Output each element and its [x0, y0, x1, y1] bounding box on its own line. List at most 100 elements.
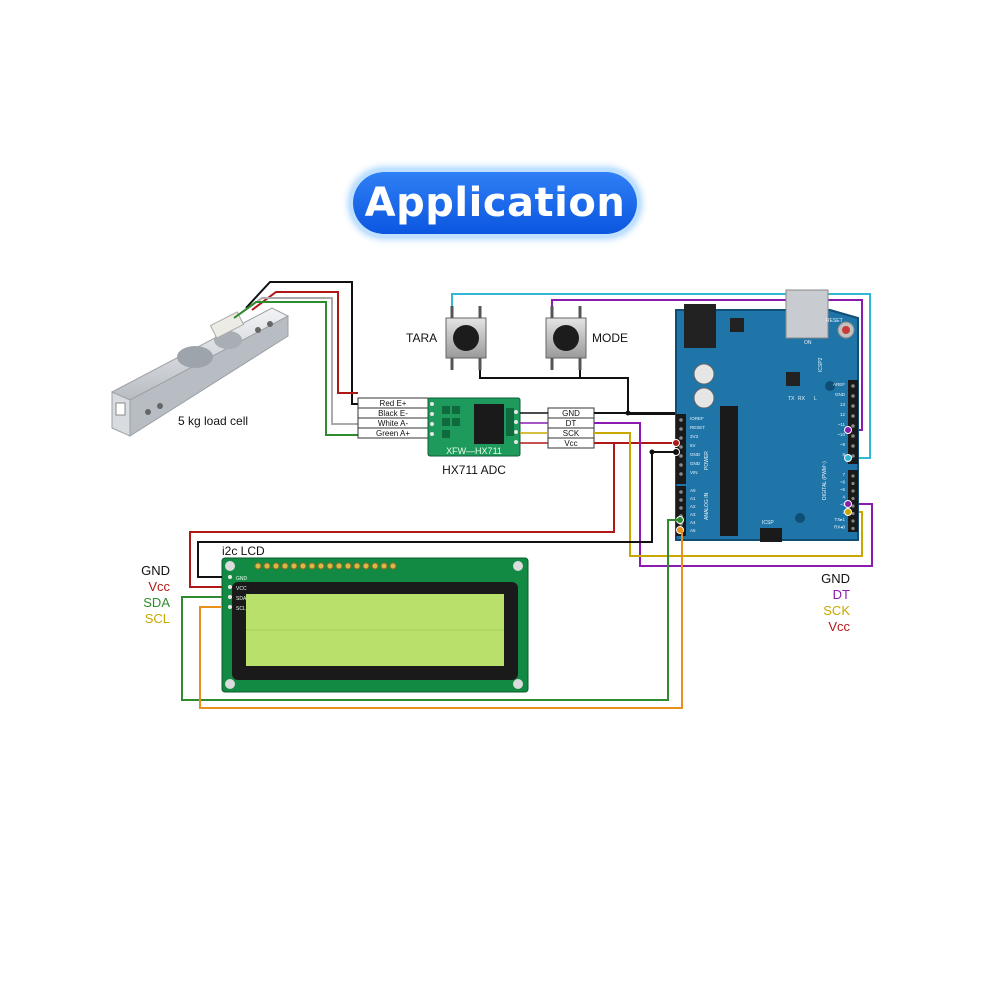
hx711-pin-vcc: Vcc [564, 439, 577, 448]
lcd-legend-item: SCL [145, 611, 170, 626]
header-pin [851, 504, 855, 508]
connection-dot [844, 426, 852, 434]
arduino-digital-pin: AREF [833, 382, 845, 387]
hx711-pin-dt: DT [566, 419, 577, 428]
arduino-icsp2-label: ICSP2 [818, 357, 824, 372]
hx711-pin-gnd: GND [562, 409, 580, 418]
arduino-power-pin: 5V [690, 443, 696, 448]
hx711-pin-black: Black E- [378, 409, 408, 418]
lcd-header-pin [281, 562, 289, 570]
tara-button: TARA [406, 306, 487, 370]
lcd-header-pin [389, 562, 397, 570]
lcd-header-pin [308, 562, 316, 570]
arduino-legend-item: SCK [823, 603, 850, 618]
header-pin [851, 489, 855, 493]
title-banner: Application [353, 172, 637, 234]
arduino-board: ICSP ICSP2 RESET POWER ANALOG IN DIGITAL… [675, 289, 859, 542]
arduino-analog-pin: A1 [690, 496, 696, 501]
arduino-digital-pin: RX◂0 [834, 525, 846, 530]
header-pin [851, 384, 855, 388]
lcd-pin-sda: SDA [236, 596, 247, 602]
hx711-pin-white: White A- [378, 419, 409, 428]
arduino-analog-pin: A0 [690, 488, 696, 493]
mode-button: MODE [545, 306, 628, 370]
header-pin [851, 511, 855, 516]
arduino-analog-pin: A2 [690, 504, 696, 509]
arduino-digital-pin: 13 [840, 402, 846, 407]
arduino-analog-pin: A3 [690, 512, 696, 517]
lcd-header-pin [326, 562, 334, 570]
header-pin [679, 463, 683, 467]
header-pin [679, 472, 683, 476]
hx711-module: Red E+ Black E- White A- Green A+ XFW—HX… [357, 397, 595, 477]
arduino-digital-pin: 8 [842, 452, 845, 457]
arduino-legend-item: GND [821, 571, 850, 586]
arduino-legend-item: Vcc [828, 619, 850, 634]
lcd-header-pin [317, 562, 325, 570]
hx711-label: HX711 ADC [442, 463, 506, 477]
header-pin [679, 498, 683, 502]
header-pin [679, 445, 683, 449]
lcd-header-pin [362, 562, 370, 570]
arduino-digital-pin: ~9 [840, 442, 846, 447]
header-pin [679, 454, 683, 458]
arduino-digital-pin: ~10 [837, 432, 845, 437]
arduino-legend-item: DT [833, 587, 850, 602]
header-pin [851, 481, 855, 486]
lcd-label: i2c LCD [222, 544, 265, 558]
header-pin [851, 519, 855, 523]
hx711-pin-green: Green A+ [376, 429, 410, 438]
arduino-l-label: L [814, 396, 817, 402]
tara-label: TARA [406, 331, 437, 345]
arduino-power-label: POWER [704, 451, 710, 470]
load-cell: 5 kg load cell [111, 307, 289, 437]
header-pin [679, 418, 683, 422]
arduino-analog-label: ANALOG IN [704, 492, 710, 520]
lcd-wires [181, 443, 683, 709]
arduino-power-pin: VIN [690, 470, 698, 475]
arduino-icsp-label: ICSP [762, 520, 774, 526]
lcd-legend-item: Vcc [148, 579, 170, 594]
arduino-on-label: ON [804, 340, 812, 346]
header-pin [851, 414, 855, 418]
lcd-pin-scl: SCL [236, 606, 246, 612]
lcd-header-pin [344, 562, 352, 570]
hx711-pin-red: Red E+ [380, 399, 407, 408]
arduino-power-pin: RESET [690, 425, 705, 430]
header-pin [679, 506, 683, 510]
arduino-digital-pin: 2 [842, 510, 845, 515]
lcd-header-pin [335, 562, 343, 570]
load-cell-wires [233, 281, 358, 436]
header-pin [851, 474, 855, 478]
arduino-digital-pin: 12 [840, 412, 846, 417]
arduino-digital-pin: ~5 [840, 487, 846, 492]
header-pin [851, 496, 855, 501]
lcd-header-pin [371, 562, 379, 570]
arduino-digital-pin: TX▸1 [834, 517, 845, 522]
hx711-chip-text: XFW—HX711 [446, 446, 502, 456]
connection-dot [844, 500, 852, 508]
hx711-pin-sck: SCK [563, 429, 580, 438]
connection-dot [672, 439, 680, 447]
arduino-digital-label: DIGITAL (PWM~) [822, 461, 828, 500]
lcd-header-pin [254, 562, 262, 570]
arduino-digital-pin: ~3 [840, 502, 846, 507]
lcd-legend-item: GND [141, 563, 170, 578]
lcd-header-pin [353, 562, 361, 570]
lcd-header-pin [263, 562, 271, 570]
header-pin [851, 444, 855, 448]
arduino-digital-pin: ~11 [838, 422, 846, 427]
header-pin [851, 434, 855, 438]
header-pin [851, 454, 855, 458]
header-pin [679, 490, 683, 494]
header-pin [851, 404, 855, 408]
header-pin [679, 427, 683, 431]
lcd-header-pin [299, 562, 307, 570]
header-pin [851, 526, 855, 531]
connection-dot [844, 454, 852, 462]
mode-label: MODE [592, 331, 628, 345]
